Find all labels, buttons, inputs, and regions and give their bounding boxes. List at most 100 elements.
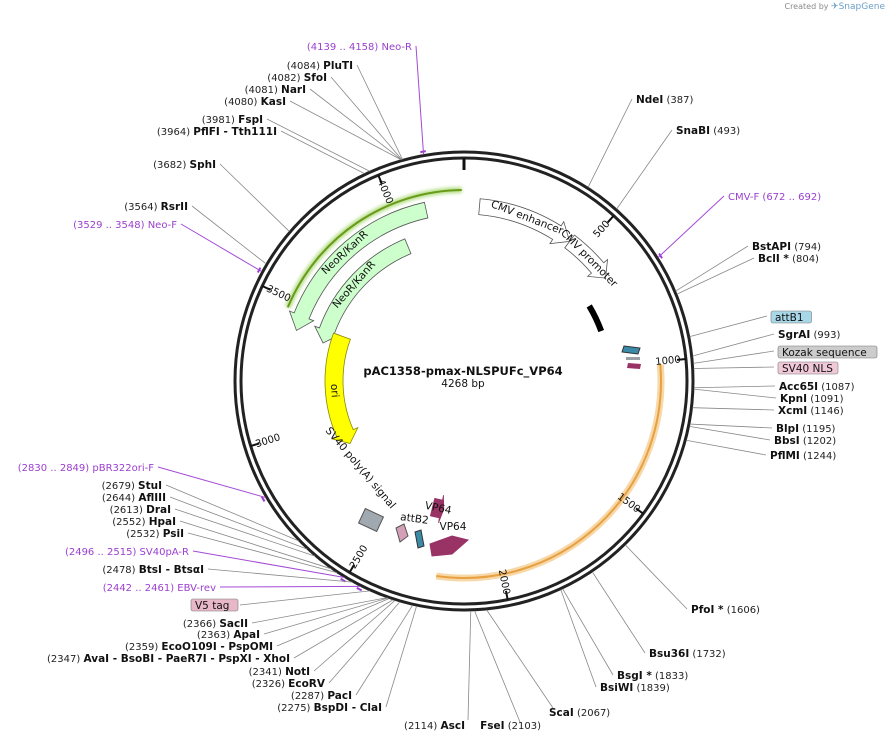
site-name: FseI — [480, 720, 504, 732]
site-position: (1839) — [633, 683, 670, 694]
site-position: (804) — [789, 254, 819, 265]
site-position: (993) — [810, 330, 840, 341]
site-name: DraI — [146, 504, 171, 516]
site-name: AscI — [440, 720, 465, 732]
site-name: XcmI — [778, 405, 807, 417]
bottom-leader-line — [293, 599, 394, 659]
attb2-small-glyph — [414, 529, 425, 549]
site-label: (2275) BspDI - ClaI — [277, 702, 382, 714]
site-name: SgrAI — [778, 329, 810, 341]
site-label: (2287) PacI — [291, 690, 352, 702]
right-leader-line — [686, 439, 767, 456]
feature-label: VP64 — [424, 500, 453, 517]
left-site-row: (4139 .. 4158) Neo-R — [307, 42, 412, 53]
left-leader-line — [165, 484, 299, 542]
site-name: BbsI — [774, 435, 800, 447]
right-leader-line — [693, 388, 777, 399]
left-site-row: (3682) SphI — [153, 159, 216, 171]
bottom-site-row: (2363) ApaI — [197, 629, 260, 641]
feature-arrow — [478, 198, 571, 245]
site-name: SV40pA-R — [140, 547, 189, 558]
site-name: Bsu36I — [649, 648, 689, 660]
site-label: BstAPI (794) — [752, 241, 821, 253]
left-leader-line — [179, 520, 332, 570]
left-leader-line — [330, 76, 403, 160]
bottom-site-row: (2347) AvaI - BsoBI - PaeR7I - PspXI - X… — [47, 653, 290, 665]
right-site-row: CMV-F (672 .. 692) — [728, 192, 821, 203]
tick-mark — [348, 564, 356, 573]
site-name: Neo-R — [382, 42, 413, 53]
site-label: (4080) KasI — [224, 96, 286, 108]
site-label: BclI * (804) — [758, 253, 819, 265]
site-label: (2341) NotI — [249, 666, 310, 678]
feature-bar — [586, 304, 605, 333]
bottom-site-row: ScaI (2067) — [549, 707, 610, 719]
right-leader-line — [675, 245, 749, 292]
sv40-polya-label: SV40 poly(A) signal — [323, 425, 398, 511]
right-leader-line — [693, 366, 775, 369]
right-leader-line — [657, 195, 725, 258]
bottom-leader-line — [276, 598, 390, 647]
bottom-leader-line — [385, 605, 417, 708]
bottom-leader-line — [355, 604, 413, 696]
site-position: (387) — [663, 95, 693, 106]
site-name: PfoI * — [691, 604, 724, 616]
site-name: RsrII — [161, 201, 188, 213]
site-position: (1244) — [800, 451, 837, 462]
site-position: (1087) — [818, 382, 855, 393]
site-label: SnaBI (493) — [676, 125, 740, 137]
site-label: (2613) DraI — [110, 504, 171, 516]
site-position: (2496 .. 2515) — [65, 547, 140, 558]
site-position: (3564) — [124, 202, 160, 213]
site-name: HpaI — [149, 516, 176, 528]
site-position: (1202) — [800, 436, 837, 447]
site-label: XcmI (1146) — [778, 405, 844, 417]
site-name: ScaI — [549, 707, 574, 719]
left-leader-line — [266, 118, 370, 172]
feature-arrow — [288, 201, 429, 332]
site-position: (3964) — [157, 127, 193, 138]
left-site-row: (3981) FspI — [202, 114, 263, 126]
right-leader-line — [689, 315, 768, 337]
bottom-leader-line — [328, 601, 401, 684]
brand-text: SnapGene — [838, 2, 885, 12]
vp64-arrow — [429, 535, 470, 557]
center-label: pAC1358-pmax-NLSPUFc_VP64 4268 bp — [363, 364, 562, 390]
bottom-leader-line — [263, 597, 389, 635]
site-box — [770, 310, 812, 324]
left-site-row: (2830 .. 2849) pBR322ori-F — [18, 463, 154, 474]
right-leader-line — [616, 129, 673, 210]
bottom-leader-line — [486, 609, 554, 709]
tick-mark — [635, 507, 644, 515]
right-leader-line — [689, 426, 771, 441]
tick-label: 2500 — [348, 543, 371, 570]
plasmid-name: pAC1358-pmax-NLSPUFc_VP64 — [363, 364, 562, 379]
site-name: KpnI — [780, 393, 807, 405]
feature-label: CMV promoter — [558, 227, 620, 290]
bottom-site-row: V5 tag — [190, 598, 239, 612]
site-position: (2103) — [505, 721, 542, 732]
left-site-row: (2552) HpaI — [112, 516, 176, 528]
site-name: BclI * — [758, 253, 789, 265]
site-position: (1732) — [689, 649, 726, 660]
site-label: SgrAI (993) — [778, 329, 840, 341]
feature-arrow — [324, 332, 359, 445]
site-name: NdeI — [636, 94, 663, 106]
backbone-outer-circle — [233, 150, 695, 612]
site-name: EBV-rev — [177, 583, 216, 594]
site-position: (1195) — [799, 424, 836, 435]
right-site-row: BsgI * (1833) — [617, 670, 688, 682]
site-label: (4084) PluTI — [287, 60, 353, 72]
sv40-nls-glyph — [627, 363, 641, 369]
left-site-row: (4081) NarI — [245, 84, 306, 96]
site-position: (493) — [710, 126, 740, 137]
bottom-site-row: FseI (2103) — [480, 720, 541, 732]
bottom-leader-line — [251, 597, 388, 624]
site-position: (2067) — [574, 708, 611, 719]
site-box — [777, 345, 878, 359]
site-position: (1606) — [724, 605, 761, 616]
site-position: (2341) — [249, 667, 285, 678]
right-site-row: BsiWI (1839) — [600, 682, 670, 694]
